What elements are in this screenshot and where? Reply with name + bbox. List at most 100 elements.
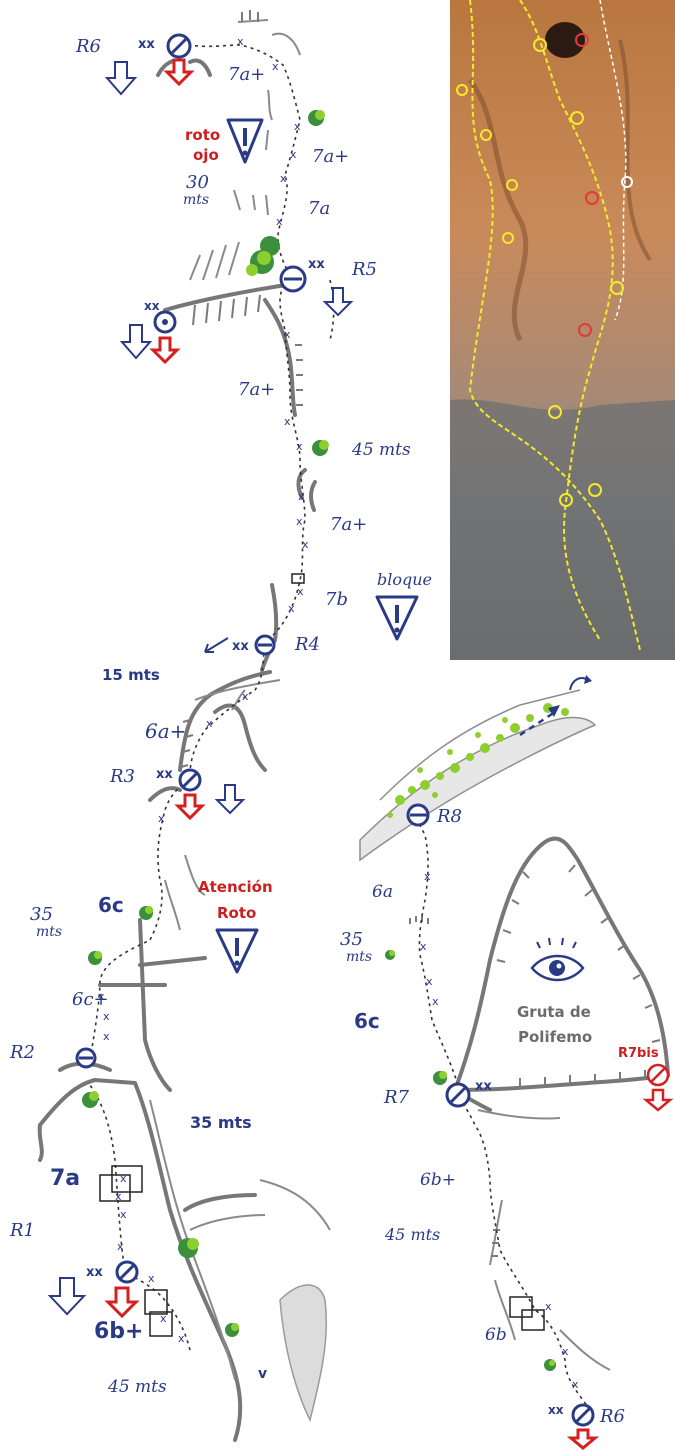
grade-6c-right: 6c [354, 1009, 380, 1033]
length-45-bottom: 45 mts [107, 1377, 167, 1397]
svg-text:x: x [426, 975, 433, 988]
rock-features-left [37, 10, 331, 1442]
svg-text:x: x [562, 1345, 569, 1358]
belay-station-r7bis [646, 1063, 670, 1087]
svg-text:x: x [280, 172, 287, 185]
rock-features-right [359, 675, 671, 1371]
belay-station-r7 [445, 1082, 471, 1108]
cave-hole-photo [545, 22, 585, 58]
svg-text:x: x [294, 120, 301, 133]
wall-photo [450, 0, 675, 660]
anchor-mark-r6: xx [138, 37, 155, 52]
vegetation-band [387, 703, 569, 818]
photo-route-line-main [519, 0, 614, 641]
grade-7b-p4: 7b [325, 589, 348, 610]
grade-6c-p2: 6c [98, 893, 124, 917]
grade-6a-plus-p3: 6a+ [145, 719, 186, 743]
label-r8: R8 [436, 806, 462, 827]
grade-7a-plus-p4: 7a+ [330, 514, 367, 535]
anchor-mark-r5b: xx [144, 299, 160, 313]
grade-7a-p1: 7a [50, 1166, 80, 1191]
note-roto-ojo-2: ojo [193, 146, 219, 164]
svg-text:x: x [120, 1172, 127, 1185]
svg-text:x: x [297, 585, 304, 598]
label-r7: R7 [383, 1087, 410, 1108]
length-35-right-unit: mts [346, 949, 372, 965]
svg-text:x: x [296, 440, 303, 453]
belay-station-r1 [115, 1260, 139, 1284]
labels: R1 R2 R3 R4 R5 R6 R6 R7 R7bis R8 xx xx x… [9, 36, 659, 1427]
eye-icon [530, 937, 585, 982]
svg-text:x: x [572, 1378, 579, 1391]
belay-station-r3 [178, 768, 202, 792]
length-35-p2-unit: mts [36, 924, 62, 940]
warning-sign-roto-ojo [226, 118, 264, 164]
svg-text:x: x [206, 717, 213, 730]
length-35-p1: 35 mts [190, 1113, 252, 1132]
svg-text:x: x [276, 215, 283, 228]
label-r5: R5 [351, 259, 377, 280]
length-30-unit: mts [183, 192, 209, 208]
svg-text:x: x [284, 328, 291, 341]
anchor-mark-r4: xx [232, 639, 249, 654]
length-15: 15 mts [102, 666, 160, 684]
belay-station-r5-variant [153, 310, 177, 334]
svg-text:x: x [103, 1010, 110, 1023]
anchor-mark-r7: xx [475, 1079, 492, 1094]
mark-v: v [258, 1366, 267, 1382]
svg-text:x: x [545, 1300, 552, 1313]
svg-text:x: x [288, 602, 295, 615]
roof-hatching [192, 294, 261, 326]
svg-text:x: x [302, 538, 309, 551]
belay-station-r5 [279, 265, 307, 293]
note-bloque: bloque [377, 570, 432, 589]
svg-text:x: x [148, 1272, 155, 1285]
svg-text:x: x [158, 812, 165, 825]
svg-text:x: x [242, 690, 249, 703]
svg-text:x: x [117, 1240, 124, 1253]
label-r1: R1 [9, 1220, 35, 1241]
length-45-right: 45 mts [384, 1225, 440, 1244]
length-30: 30 [186, 172, 209, 193]
grade-6b-plus-right: 6b+ [420, 1170, 456, 1190]
svg-text:x: x [98, 990, 105, 1003]
svg-text:x: x [237, 35, 244, 48]
svg-text:x: x [160, 1312, 167, 1325]
svg-text:x: x [298, 490, 305, 503]
belay-station-r6-bottom [571, 1403, 595, 1427]
anchor-mark-r5: xx [308, 257, 325, 272]
rappel-arrow-red-r6 [163, 58, 195, 87]
belay-station-r6 [166, 33, 192, 59]
grade-6c-plus-p2: 6c+ [72, 989, 109, 1010]
grade-6b-right: 6b [485, 1325, 507, 1345]
descent-arrow-blue-r1 [47, 1277, 87, 1316]
grotto-title-1: Gruta de [517, 1003, 591, 1021]
svg-text:x: x [103, 1030, 110, 1043]
belay-station-r2 [75, 1047, 97, 1069]
warning-sign-roto [215, 928, 259, 974]
length-35-right: 35 [340, 929, 363, 950]
svg-text:x: x [272, 60, 279, 73]
anchor-mark-r6-bottom: xx [548, 1403, 564, 1417]
length-45-mid: 45 mts [351, 440, 411, 460]
anchor-mark-r3: xx [156, 767, 173, 782]
grotto-hatching [496, 864, 661, 1087]
descent-arrow-blue-r6 [104, 61, 138, 96]
label-r2: R2 [9, 1042, 35, 1063]
belay-station-r4 [254, 634, 276, 656]
pillar-sketch [279, 1284, 328, 1423]
note-roto-ojo-1: roto [185, 126, 220, 144]
rappel-arrow-red-r5 [149, 336, 181, 365]
label-r4: R4 [294, 634, 320, 655]
photo-route-line-left [468, 0, 641, 651]
warning-sign-bloque [375, 595, 419, 641]
svg-text:x: x [432, 995, 439, 1008]
svg-text:x: x [178, 1332, 185, 1345]
svg-text:x: x [296, 515, 303, 528]
descent-arrow-blue-r5-variant [119, 324, 153, 360]
svg-text:x: x [284, 415, 291, 428]
label-r7bis: R7bis [618, 1046, 659, 1061]
length-35-p2: 35 [30, 904, 53, 925]
gear-placements [99, 573, 545, 1337]
